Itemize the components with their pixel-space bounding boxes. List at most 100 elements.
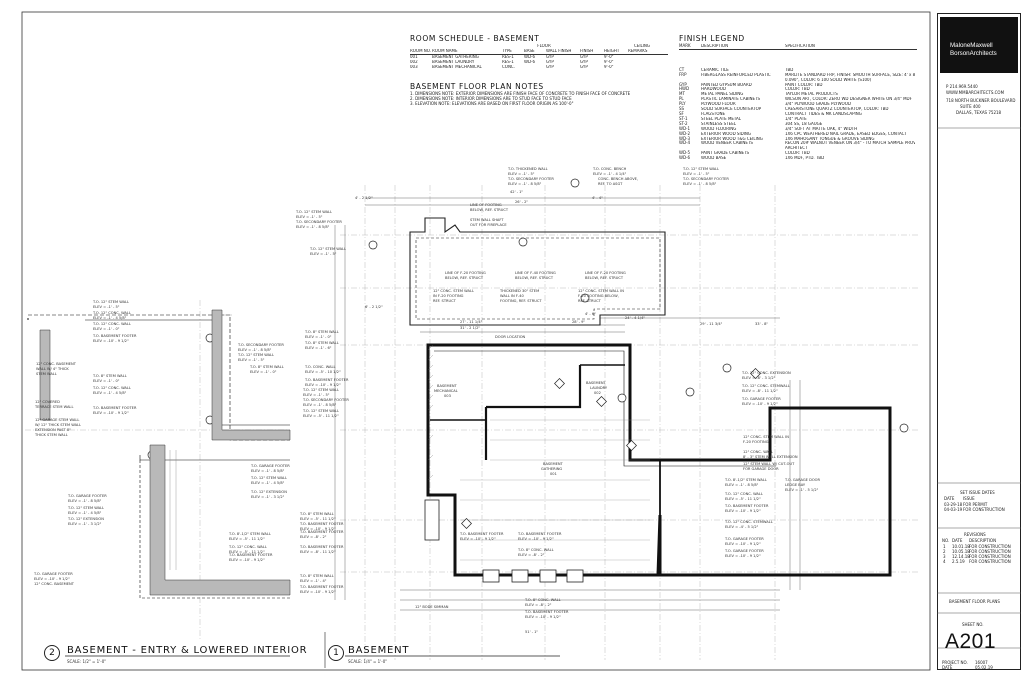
plan-note: 3. ELEVATION NOTE: ELEVATIONS ARE BASED … xyxy=(410,100,574,106)
view-title-1: BASEMENT xyxy=(348,645,410,656)
date-label: DATE xyxy=(942,665,953,670)
annotation-top: OUT FOR FIREPLACE xyxy=(470,223,507,227)
annotation-top: ELEV = -1' - 8 5/8" xyxy=(683,182,717,186)
annotation-detail-2: T.O. GARAGE FOOTER xyxy=(251,464,290,468)
annotation-right: FOR GARAGE DOOR xyxy=(743,467,779,471)
legend-mark: ST-2 xyxy=(679,120,688,126)
annotation-detail-2: T.O. 12" STEM WALL xyxy=(251,476,288,480)
room-label: BASEMENT xyxy=(543,462,563,466)
cell: CONC. xyxy=(502,64,515,69)
firm-address-2: SUITE 400 xyxy=(960,104,981,109)
firm-web: WWW.MMBARCHITECTS.COM xyxy=(946,90,1005,95)
legend-mark: PL xyxy=(679,96,684,102)
legend-header: MARK DESCRIPTION SPECIFICATION xyxy=(679,43,917,50)
annotation-top: T.O. CONC. BENCH xyxy=(593,167,627,171)
annotation-right: T.O. GARAGE FOOTER xyxy=(742,397,781,401)
legend-spec: WILSON ART, COLOR: ZERO WD DESIGNER WHIT… xyxy=(785,97,912,102)
annotation-detail: T.O. GARAGE FOOTER xyxy=(34,572,73,576)
cell: GYP xyxy=(546,59,554,64)
annotation-left: T.O. 8" STEM WALL xyxy=(300,512,334,516)
dimension-label: 4' - 2 1/2" xyxy=(355,196,373,200)
annotation-detail: T.O. 12" CONC. WALL xyxy=(93,322,131,326)
annotation-left: T.O. CONC. WALL xyxy=(305,365,336,369)
legend-spec: TAYLOR METAL PRODUCTS xyxy=(785,92,838,97)
legend-spec: CAESARSTONE QUARTZ COUNTERTOP, COLOR: TB… xyxy=(785,107,889,112)
firm-address-1: 718 NORTH BUCKNER BOULEVARD xyxy=(946,98,1016,103)
room-schedule: ROOM SCHEDULE - BASEMENT FLOOR CEILING R… xyxy=(410,35,668,69)
annotation-detail-2: ELEV = -1' - 0" xyxy=(250,370,277,374)
annotation-detail: ELEV = -1' - 4 5/8" xyxy=(93,391,127,395)
annotation-bottom: T.O. BASEMENT FOOTER xyxy=(518,532,562,536)
annotation-bottom: ELEV = -8' - 11 1/2" xyxy=(300,550,336,554)
group-ceiling: CEILING xyxy=(634,43,650,48)
legend-spec: 1X6 CPC WEATHERED NAIL GRADE, EASED EDGE… xyxy=(785,131,907,136)
view-scale-2: SCALE: 1/2" = 1'-0" xyxy=(67,659,107,664)
annotation-left: ELEV = -10' - 9 1/2" xyxy=(305,383,341,387)
view-number-1: 1 xyxy=(328,645,344,661)
annotation-left: T.O. 12" STEM WALL xyxy=(303,409,340,413)
legend-spec: 1X6 MDF, PTD. TBD xyxy=(785,156,825,161)
window-wells xyxy=(424,499,584,583)
annotation-left: T.O. BASEMENT FOOTER xyxy=(305,378,349,382)
cell: 9'-0" xyxy=(604,54,614,59)
annotation-bottom: T.O. BASEMENT FOOTER xyxy=(300,545,344,549)
annotation-top: ELEV = -1' - 5" xyxy=(683,172,710,176)
cell: GYP xyxy=(580,64,588,69)
annotation-right: T.O. 12" CONC. STEMWALL xyxy=(742,384,790,388)
annotation-left: T.O. 12" STEM WALL xyxy=(303,388,340,392)
annotation-detail-2: ELEV = -1' - 3 1/2" xyxy=(251,495,285,499)
legend-mark: WD-6 xyxy=(679,155,691,161)
annotation-left: ELEV = -1' - 5" xyxy=(310,252,337,256)
dimension-label: 6' - 2 1/2" xyxy=(365,305,383,309)
legend-row: 0.090", COLOR: 6 100 SOLID WHITE (S100) xyxy=(679,78,917,83)
dimension-label: 26' - 2" xyxy=(515,200,529,204)
table-row: 002 BASEMENT LAUNDRY RES-1 WD-6 GYP GYP … xyxy=(410,60,668,65)
legend-description: PLYWOOD FLOOR xyxy=(701,102,736,107)
annotation-detail: T.O. 12" EXTENSION xyxy=(68,517,104,521)
col-wall-finish: WALL FINISH xyxy=(546,48,572,53)
annotation-right: T.O. 8'-1/2" STEM WALL xyxy=(725,478,767,482)
annotation-detail: T.O. 12" STEM WALL xyxy=(93,300,130,304)
annotation-right: ELEV = -1' - 8 5/8" xyxy=(725,483,759,487)
annotation-mid: LINE OF F-40 FOOTING xyxy=(515,271,556,275)
cell: 002 xyxy=(410,59,418,64)
annotation-detail: WALL W/ 4" THICK xyxy=(36,367,69,371)
annotation-top: STEM WALL SHAFT xyxy=(470,218,504,222)
annotation-detail-2: T.O. 8" STEM WALL xyxy=(250,365,284,369)
annotation-detail: ELEV = -10' - 9 1/2" xyxy=(34,577,70,581)
col-description: DESCRIPTION xyxy=(701,43,729,48)
annotation-detail: ELEV = -1' - 3 1/2" xyxy=(68,522,102,526)
cell: BASEMENT GATHERING xyxy=(432,54,479,59)
annotation-mid: 12" CONC. STEM WALL xyxy=(433,289,474,293)
detail-concrete xyxy=(39,309,291,596)
annotation-mid: THICKENED 30" STEM xyxy=(500,289,540,293)
legend-description: WOOD VENEER CABINETS xyxy=(701,141,753,146)
annotation-right: ELEV = -10' - 9 1/2" xyxy=(742,402,778,406)
room-label: BASEMENT xyxy=(437,384,457,388)
col-specification: SPECIFICATION xyxy=(785,43,815,48)
revision-desc: FOR CONSTRUCTION xyxy=(969,554,1011,559)
issues-title: SET ISSUE DATES xyxy=(960,490,995,495)
legend-spec: 3/4" SOFT AT MATTE OAK, 4" WIDTH xyxy=(785,126,858,131)
basement-walls xyxy=(426,343,892,577)
annotation-detail: T.O. GARAGE FOOTER xyxy=(68,494,107,498)
legend-spec: 0.090", COLOR: 6 100 SOLID WHITE (S100) xyxy=(785,77,872,82)
annotation-detail: EXTENSION PAST 8" xyxy=(35,428,71,432)
annotation-right: 8' - 3" STEM WALL EXTENSION xyxy=(743,455,798,459)
annotation-detail: ELEV = -1' - 5" xyxy=(93,305,120,309)
revision-desc: FOR CONSTRUCTION xyxy=(969,549,1011,554)
cell: 003 xyxy=(410,64,418,69)
annotation-detail-2: T.O. SECONDARY FOOTER xyxy=(238,343,284,347)
legend-description: HARDWOOD xyxy=(701,87,726,92)
annotation-bottom: T.O. 8" CONC. WALL xyxy=(525,598,561,602)
col-room-no: ROOM NO. xyxy=(410,48,432,53)
cell: GYP xyxy=(546,54,554,59)
title-block-dividers xyxy=(937,127,1021,649)
